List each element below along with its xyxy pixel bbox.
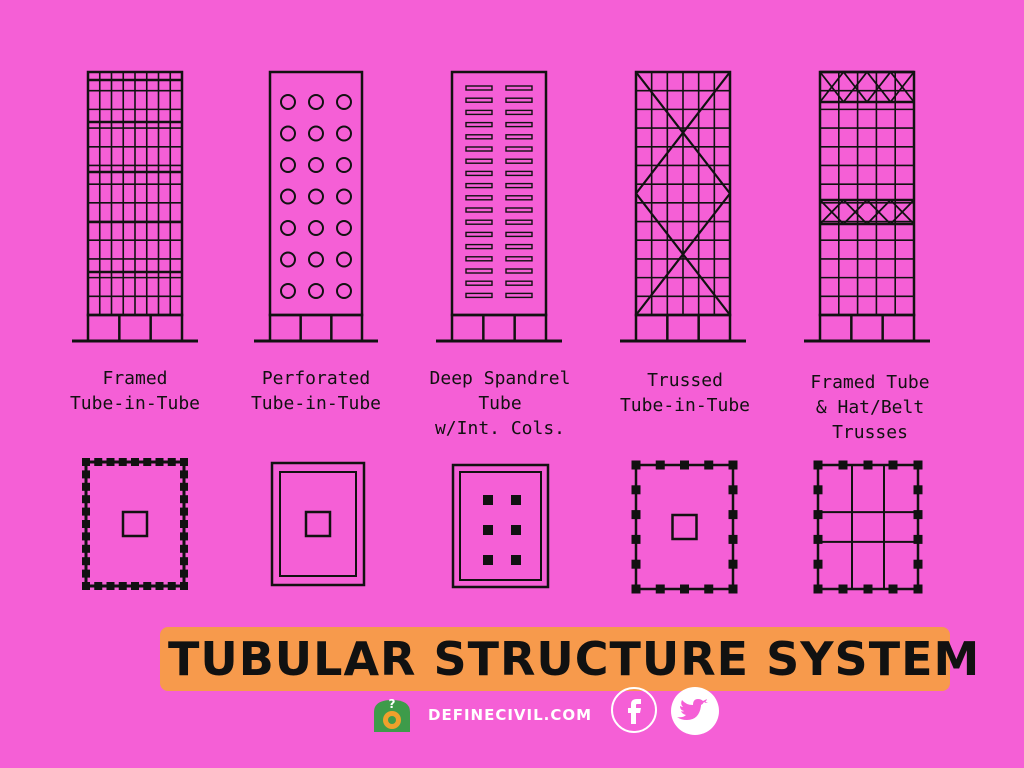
floor-plans bbox=[82, 458, 923, 594]
elevation-hatbelt bbox=[804, 70, 930, 343]
plan-spandrel bbox=[451, 463, 550, 589]
twitter-icon[interactable] bbox=[670, 686, 720, 736]
elevation-perforated bbox=[254, 70, 378, 343]
svg-text:?: ? bbox=[389, 697, 396, 711]
caption-line: & Hat/Belt bbox=[815, 397, 925, 418]
plan-trussed bbox=[631, 460, 738, 594]
elevation-spandrel bbox=[436, 70, 562, 343]
caption-line: w/Int. Cols. bbox=[434, 418, 566, 439]
caption-line: Tube-in-Tube bbox=[619, 395, 751, 416]
caption-line: Tube bbox=[478, 393, 522, 414]
caption-line: Trusses bbox=[832, 422, 908, 443]
elevation-framed bbox=[72, 70, 198, 343]
caption-line: Tube-in-Tube bbox=[69, 393, 201, 414]
title-banner bbox=[160, 627, 950, 691]
plan-framed bbox=[82, 458, 188, 590]
caption-line: Trussed bbox=[647, 370, 723, 391]
definecivil-logo-icon: ? bbox=[374, 697, 410, 732]
plan-perforated bbox=[270, 461, 366, 587]
elevations bbox=[72, 70, 930, 343]
site-brand-text[interactable]: DEFINECIVIL.COM bbox=[428, 706, 593, 724]
caption-line: Deep Spandrel bbox=[429, 368, 571, 389]
caption-line: Tube-in-Tube bbox=[250, 393, 382, 414]
caption-line: Perforated bbox=[261, 368, 371, 389]
elevation-trussed bbox=[620, 70, 746, 343]
facebook-icon[interactable] bbox=[610, 686, 658, 734]
plan-hatbelt bbox=[813, 460, 923, 594]
caption-line: Framed bbox=[102, 368, 168, 389]
page-title: TUBULAR STRUCTURE SYSTEM bbox=[168, 632, 981, 686]
caption-line: Framed Tube bbox=[810, 372, 930, 393]
